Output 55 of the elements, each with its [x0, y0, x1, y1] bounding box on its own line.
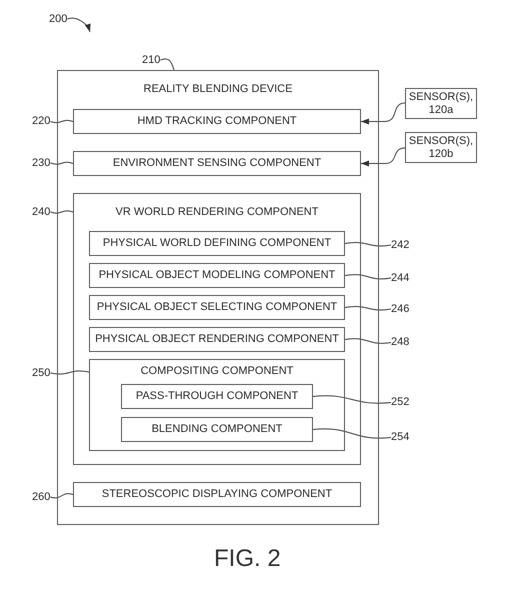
component-label: PASS-THROUGH COMPONENT	[136, 390, 298, 403]
component-label: PHYSICAL OBJECT RENDERING COMPONENT	[95, 333, 339, 346]
component-box	[89, 327, 345, 352]
leader-line	[50, 370, 90, 375]
figure-caption: FIG. 2	[214, 545, 281, 573]
component-label: PHYSICAL OBJECT MODELING COMPONENT	[98, 269, 336, 282]
component-title: COMPOSITING COMPONENT	[140, 365, 294, 378]
component-box	[89, 359, 345, 451]
leader-line	[344, 306, 392, 310]
leader-line	[344, 242, 392, 246]
component-box	[89, 295, 345, 320]
leader-line	[50, 120, 74, 124]
leader-line	[312, 395, 392, 404]
component-box	[89, 231, 345, 256]
component-box	[73, 193, 361, 465]
leader-line	[160, 58, 174, 70]
reference-numeral: 260	[32, 490, 50, 504]
reference-numeral: 250	[32, 366, 50, 380]
component-title: REALITY BLENDING DEVICE	[144, 83, 292, 96]
component-box	[121, 384, 313, 409]
arrow	[360, 148, 406, 166]
component-label: PHYSICAL WORLD DEFINING COMPONENT	[102, 237, 332, 250]
reference-numeral: 240	[32, 206, 50, 218]
reference-numeral: 242	[391, 238, 410, 252]
leader-line	[50, 210, 74, 214]
sensor-label: SENSOR(S), 120b	[408, 134, 474, 160]
leader-line	[344, 274, 392, 280]
reference-numeral: 210	[142, 54, 160, 66]
leader-line	[312, 428, 392, 439]
component-label: HMD TRACKING COMPONENT	[137, 115, 297, 128]
reference-numeral: 248	[391, 336, 410, 349]
component-box	[73, 482, 361, 507]
reference-numeral: 252	[391, 396, 410, 409]
reference-numeral: 230	[32, 156, 50, 170]
reference-numeral: 246	[391, 302, 410, 316]
component-box	[121, 417, 313, 442]
reference-numeral: 220	[32, 115, 50, 128]
leader-line	[50, 493, 74, 498]
component-box	[57, 70, 379, 525]
component-title: VR WORLD RENDERING COMPONENT	[116, 206, 318, 219]
leader-line	[50, 162, 74, 165]
component-box	[73, 151, 361, 176]
component-label: BLENDING COMPONENT	[152, 423, 282, 436]
leader-line	[344, 338, 392, 344]
sensor-label: SENSOR(S), 120a	[408, 90, 474, 116]
component-label: ENVIRONMENT SENSING COMPONENT	[112, 157, 322, 170]
component-label: PHYSICAL OBJECT SELECTING COMPONENT	[96, 301, 338, 314]
arrow	[360, 102, 406, 124]
reference-numeral: 244	[391, 272, 410, 284]
component-box	[73, 109, 361, 134]
component-box	[89, 263, 345, 288]
reference-numeral: 254	[391, 431, 410, 444]
arrow	[66, 18, 90, 32]
component-label: STEREOSCOPIC DISPLAYING COMPONENT	[102, 488, 332, 501]
reference-numeral: 200	[49, 12, 68, 26]
